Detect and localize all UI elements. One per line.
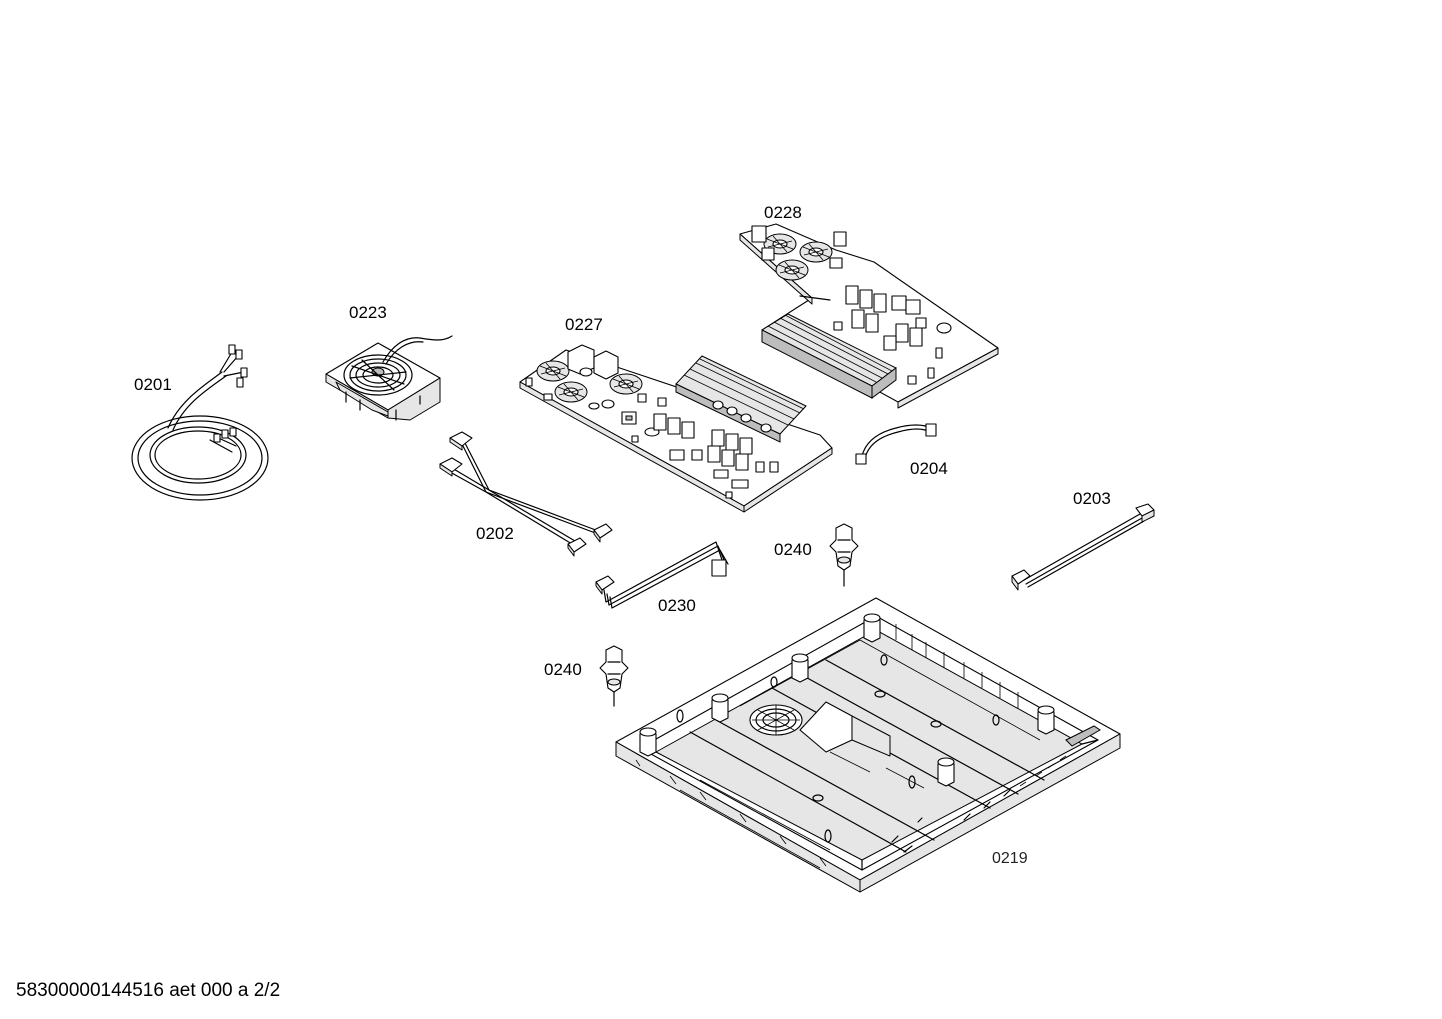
label-0204: 0204 [910, 459, 948, 478]
label-0240-lower: 0240 [544, 660, 582, 679]
label-0228: 0228 [764, 203, 802, 222]
part-0230-flat-cable [595, 541, 729, 609]
part-0228-control-board [739, 223, 999, 409]
part-0201-power-cable [131, 344, 269, 501]
label-0240-upper: 0240 [774, 540, 812, 559]
label-0223: 0223 [349, 303, 387, 322]
label-0219: 0219 [992, 850, 1028, 867]
part-0203-ribbon-cable [1011, 503, 1155, 591]
label-0201: 0201 [134, 375, 172, 394]
label-0202: 0202 [476, 524, 514, 543]
label-0227: 0227 [565, 315, 603, 334]
part-0202-wire-harness [439, 431, 613, 557]
part-0240-spacer-upper [829, 523, 859, 587]
label-0203: 0203 [1073, 489, 1111, 508]
part-0227-power-board [519, 344, 833, 513]
part-0204-cable [855, 423, 937, 465]
document-reference: 58300000144516 aet 000 a 2/2 [16, 980, 281, 1001]
part-0240-spacer-lower [599, 645, 629, 707]
part-0219-housing-tray [615, 597, 1121, 893]
label-0230: 0230 [658, 596, 696, 615]
part-0223-fan [325, 335, 453, 421]
